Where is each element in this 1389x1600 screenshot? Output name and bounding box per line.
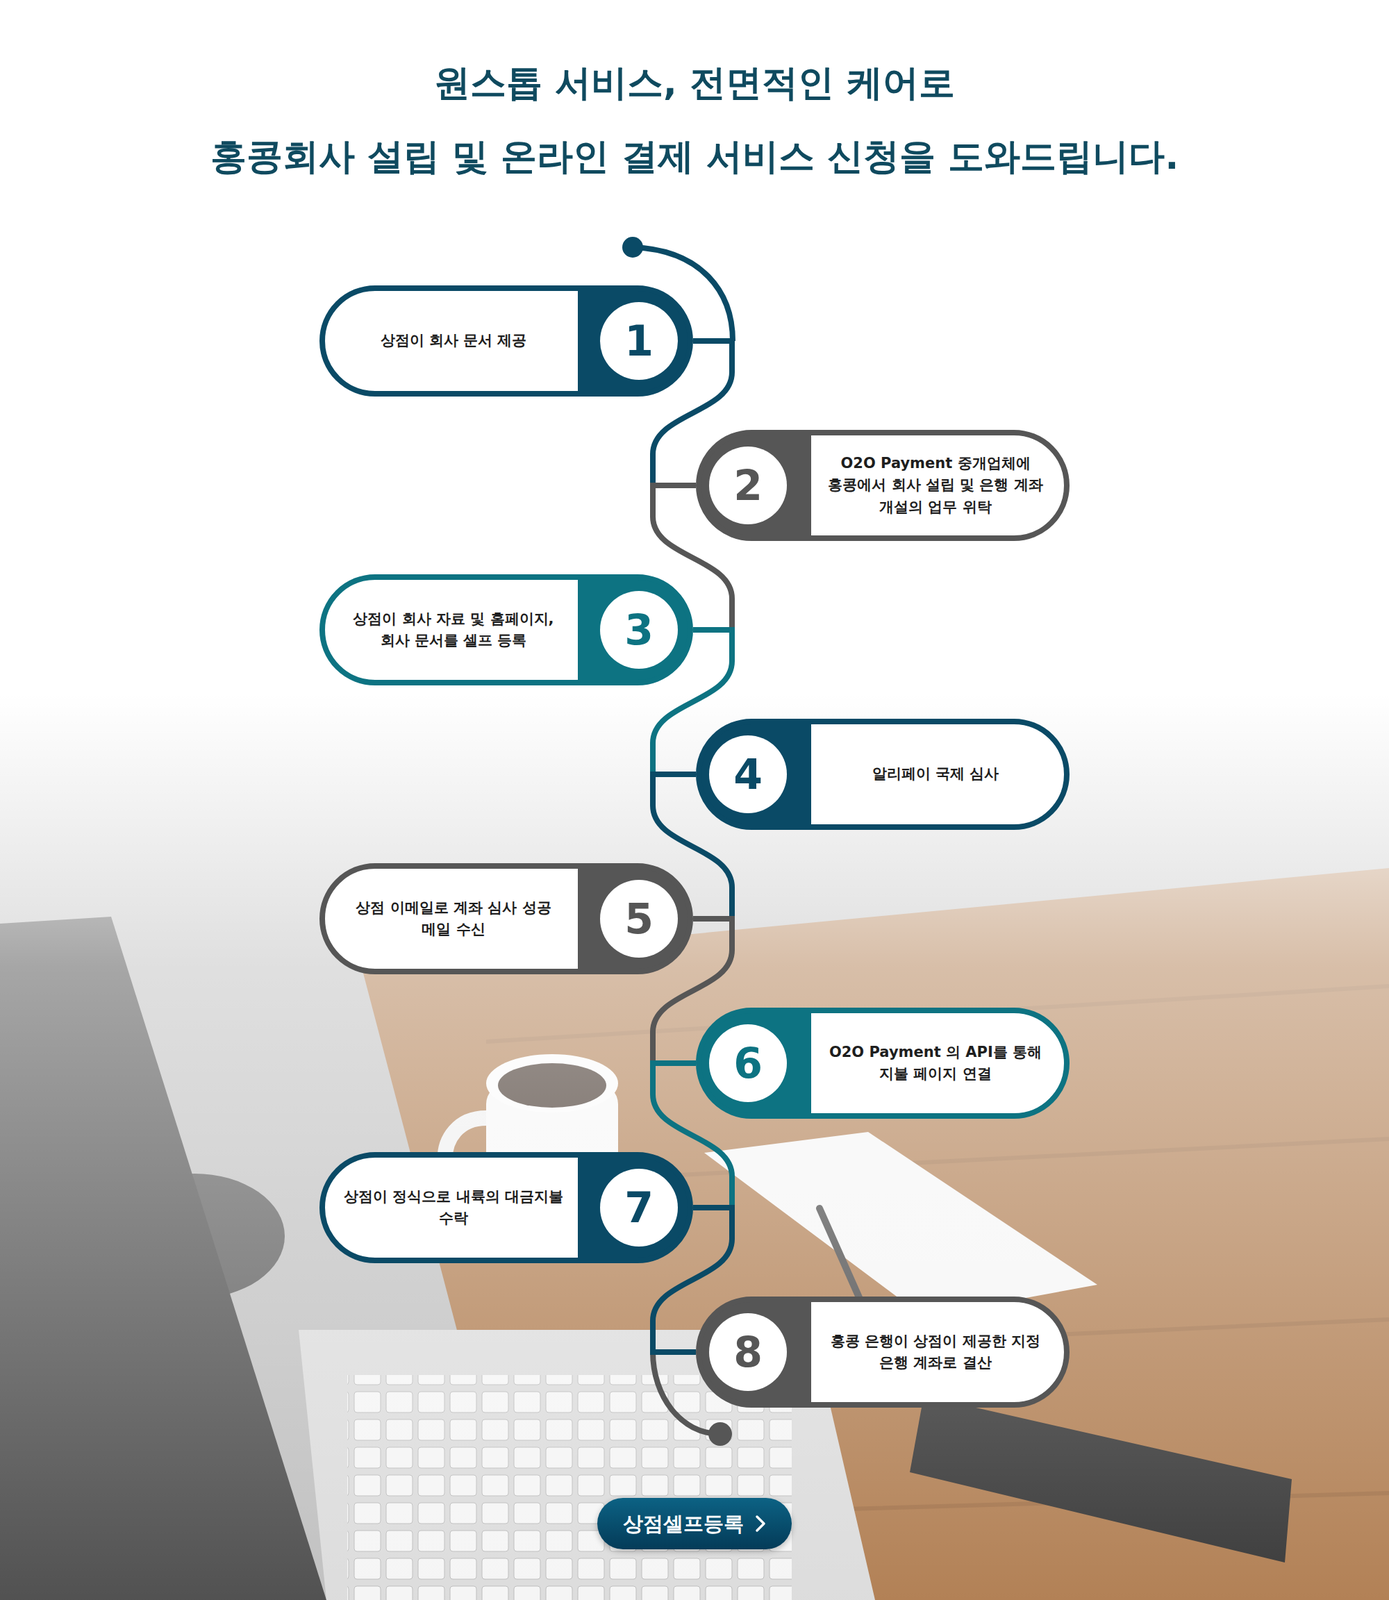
button-text: 상점셀프등록	[622, 1511, 744, 1537]
step-text: 상점이 회사 문서 제공	[380, 329, 528, 353]
step-text: 상점이 정식으로 내륙의 대금지불 수락	[338, 1186, 569, 1230]
step-box: 홍콩 은행이 상점이 제공한 지정 은행 계좌로 결산 8	[695, 1296, 1070, 1408]
step-number: 4	[709, 735, 787, 814]
start-dot	[622, 236, 644, 258]
photo-fade	[0, 694, 1389, 1600]
step-number: 3	[600, 591, 678, 669]
step-text: O2O Payment 의 API를 통해 지불 페이지 연결	[820, 1041, 1051, 1086]
subtitle: 홍콩회사 설립 및 온라인 결제 서비스 신청을 도와드립니다.	[0, 134, 1389, 178]
chevron-icon	[754, 1514, 767, 1533]
step-number: 7	[600, 1168, 678, 1247]
step-number: 1	[600, 302, 678, 380]
step-number-text: 7	[624, 1186, 654, 1229]
step-number-text: 5	[624, 897, 654, 940]
step-box: 알리페이 국제 심사 4	[695, 718, 1070, 830]
step-number-text: 3	[624, 609, 654, 651]
step-box: O2O Payment 의 API를 통해 지불 페이지 연결 6	[695, 1007, 1070, 1119]
end-dot	[708, 1422, 733, 1446]
step-text: O2O Payment 중개업체에 홍콩에서 회사 설립 및 은행 계좌 개설의…	[820, 452, 1051, 519]
step-number-text: 8	[733, 1331, 763, 1374]
step-number-text: 2	[733, 464, 763, 507]
step-text: 홍콩 은행이 상점이 제공한 지정 은행 계좌로 결산	[820, 1330, 1051, 1375]
step-number-text: 1	[624, 320, 654, 362]
self-register-button: 상점셀프등록	[597, 1498, 792, 1550]
step-box: 상점 이메일로 계좌 심사 성공 메일 수신 5	[319, 863, 694, 975]
step-number-text: 4	[733, 753, 763, 796]
step-text: 알리페이 국제 심사	[872, 763, 1000, 786]
title: 원스톱 서비스, 전면적인 케어로	[0, 61, 1389, 105]
step-box: O2O Payment 중개업체에 홍콩에서 회사 설립 및 은행 계좌 개설의…	[695, 429, 1070, 542]
step-number: 2	[709, 446, 787, 525]
step-text: 상점이 회사 자료 및 홈페이지, 회사 문서를 셀프 등록	[338, 608, 569, 653]
step-text: 상점 이메일로 계좌 심사 성공 메일 수신	[338, 897, 569, 942]
chevron	[757, 1516, 764, 1531]
step-number: 8	[709, 1313, 787, 1392]
step-number: 5	[600, 879, 678, 958]
step-box: 상점이 정식으로 내륙의 대금지불 수락 7	[319, 1152, 694, 1264]
step-box: 상점이 회사 자료 및 홈페이지, 회사 문서를 셀프 등록 3	[319, 574, 694, 686]
step-number: 6	[709, 1024, 787, 1103]
step-number-text: 6	[733, 1042, 763, 1085]
wall	[0, 694, 1389, 1600]
step-box: 상점이 회사 문서 제공 1	[319, 285, 694, 397]
